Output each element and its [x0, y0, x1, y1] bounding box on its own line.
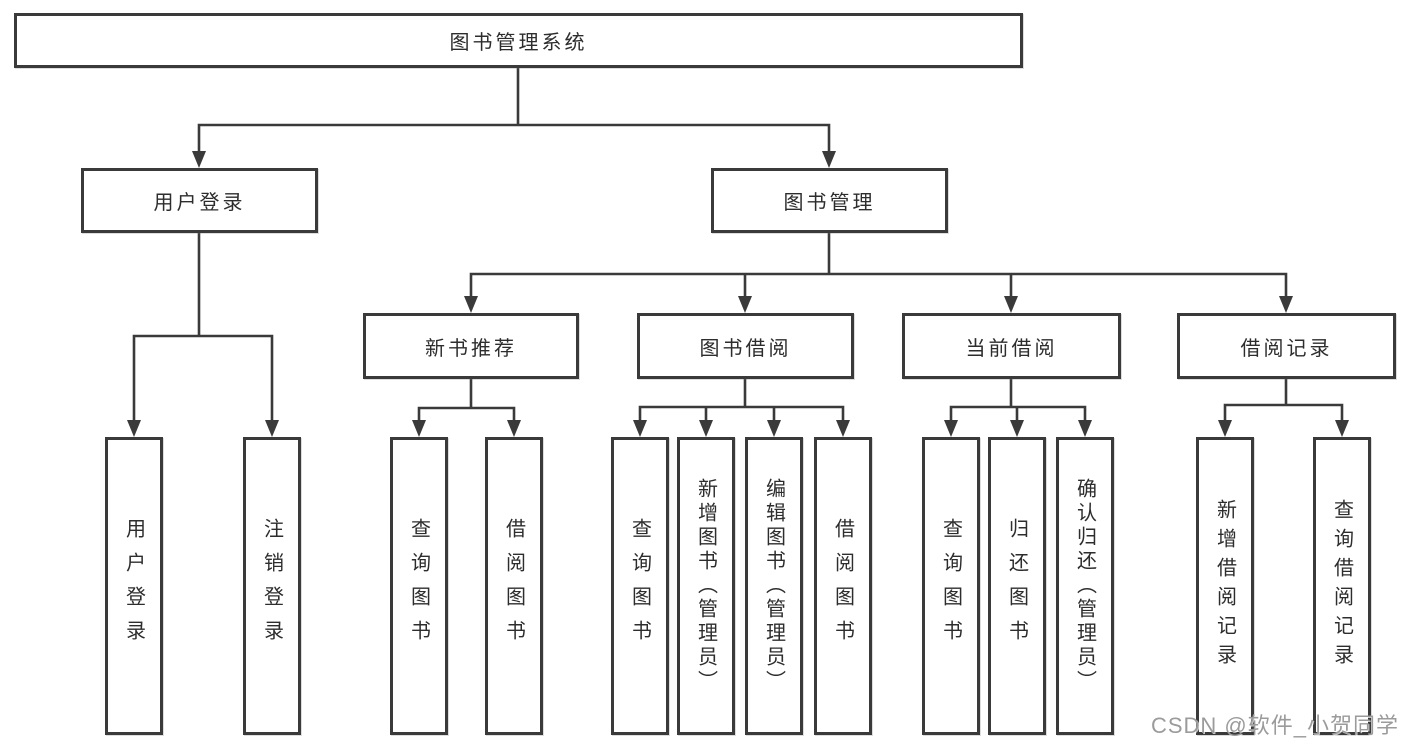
leaf-query-books-recommend: 查询图书 — [390, 437, 448, 735]
node-label: 图书管理系统 — [449, 32, 588, 54]
leaf-query-books-borrow: 查询图书 — [611, 437, 669, 735]
node-borrowing-records: 借阅记录 — [1177, 313, 1396, 379]
leaf-label: 查询图书 — [628, 518, 651, 654]
leaf-borrow-books-recommend: 借阅图书 — [485, 437, 543, 735]
node-book-borrowing: 图书借阅 — [637, 313, 854, 379]
node-label: 用户登录 — [153, 192, 246, 214]
node-label: 借阅记录 — [1240, 337, 1333, 360]
node-current-borrowing: 当前借阅 — [902, 313, 1121, 379]
node-book-management-system: 图书管理系统 — [14, 13, 1023, 68]
elbow-connectors — [132, 66, 1344, 434]
leaf-label: 新增图书（管理员） — [694, 478, 717, 694]
leaf-confirm-return-admin: 确认归还（管理员） — [1056, 437, 1114, 735]
leaf-label: 确认归还（管理员） — [1073, 478, 1096, 694]
leaf-query-borrow-record: 查询借阅记录 — [1313, 437, 1371, 735]
leaf-add-books-admin: 新增图书（管理员） — [677, 437, 735, 735]
csdn-watermark: CSDN @软件_小贺同学 — [1150, 713, 1399, 738]
leaf-label: 归还图书 — [1005, 518, 1028, 654]
leaf-query-books-current: 查询图书 — [922, 437, 980, 735]
leaf-logout: 注销登录 — [243, 437, 301, 735]
arrowheads — [127, 151, 1349, 437]
node-label: 新书推荐 — [425, 337, 517, 360]
node-label: 当前借阅 — [965, 337, 1058, 360]
leaf-label: 查询图书 — [939, 518, 962, 654]
leaf-label: 借阅图书 — [831, 518, 854, 654]
leaf-return-books: 归还图书 — [988, 437, 1046, 735]
node-new-book-recommendation: 新书推荐 — [363, 313, 579, 379]
leaf-label: 新增借阅记录 — [1213, 499, 1236, 673]
leaf-label: 注销登录 — [260, 518, 283, 654]
leaf-add-borrow-record: 新增借阅记录 — [1196, 437, 1254, 735]
leaf-label: 查询借阅记录 — [1330, 499, 1353, 673]
node-user-login: 用户登录 — [81, 168, 318, 233]
leaf-label: 借阅图书 — [502, 518, 525, 654]
node-book-management: 图书管理 — [711, 168, 948, 233]
leaf-borrow-books: 借阅图书 — [814, 437, 872, 735]
leaf-label: 用户登录 — [122, 518, 145, 654]
leaf-user-login: 用户登录 — [105, 437, 163, 735]
node-label: 图书管理 — [783, 192, 876, 214]
node-label: 图书借阅 — [699, 337, 792, 360]
leaf-label: 查询图书 — [407, 518, 430, 654]
leaf-edit-books-admin: 编辑图书（管理员） — [745, 437, 803, 735]
leaf-label: 编辑图书（管理员） — [762, 478, 785, 694]
